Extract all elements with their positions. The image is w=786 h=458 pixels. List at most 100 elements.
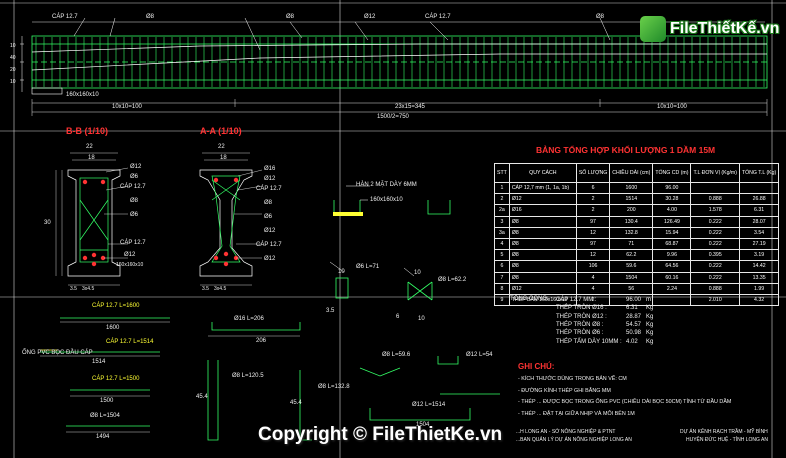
- bom-cell: CÁP 12,7 mm (1, 1a, 1b): [508, 181, 577, 195]
- note-item: - THÉP ... ĐƯỢC BỌC TRONG ỐNG PVC (CHIỀU…: [518, 399, 732, 405]
- plate-dim: 3.5: [326, 308, 335, 314]
- bom-header-cell: QUY CÁCH: [508, 163, 577, 183]
- bom-header-cell: TỔNG CD (m): [652, 163, 692, 183]
- bom-header-cell: T.L ĐƠN VỊ (Kg/m): [690, 163, 740, 183]
- bar-shape-length: 1504: [416, 422, 430, 428]
- bom-cell: 1.578: [690, 204, 740, 217]
- note-item: - THÉP ... ĐẶT TẠI GIỮA NHỊP VÀ MỖI BÊN …: [518, 410, 635, 417]
- hook-bar-label: Ø6 L=71: [356, 264, 380, 270]
- bar-shape-label: Ø8 L=120.5: [232, 373, 264, 379]
- bom-cell: 59.6: [609, 260, 654, 273]
- section-dim: 3x4.5: [82, 286, 95, 292]
- bom-cell: 0.222: [690, 215, 740, 228]
- bar-shape-length: 45.4: [290, 400, 302, 406]
- section-dim: 18: [220, 155, 227, 161]
- bom-cell: 9: [494, 293, 510, 307]
- section-dim: 22: [86, 144, 93, 150]
- bom-cell: 1514: [609, 193, 654, 206]
- section-dim: 22: [218, 144, 225, 150]
- elevation-stirrup-label: Ø8: [286, 14, 295, 20]
- total-unit: m: [646, 297, 651, 303]
- bom-cell: 62.2: [609, 249, 654, 262]
- total-value: 54.57: [626, 321, 642, 328]
- notes-heading: GHI CHÚ:: [518, 362, 555, 371]
- bom-cell: Ø12: [508, 282, 577, 295]
- bom-header-cell: STT: [494, 163, 510, 183]
- bar-shape-label: CÁP 12.7 L=1500: [92, 376, 140, 382]
- bom-cell: 1504: [609, 271, 654, 284]
- section-aa-label: CÁP 12.7: [256, 242, 282, 248]
- bom-cell: [738, 181, 780, 195]
- bom-cell: 3.19: [738, 249, 780, 262]
- total-name: THÉP TRÒN Ø6 :: [556, 330, 604, 337]
- plate-dim: 10: [338, 269, 345, 275]
- bom-cell: Ø16: [508, 204, 577, 217]
- title-block-owner: ...H LONG AN - SỞ NÔNG NGHIỆP & PTNT: [516, 429, 616, 435]
- section-dim: 3x4.5: [214, 286, 227, 292]
- section-bb-label: Ø8: [130, 198, 139, 204]
- total-value: 50.98: [626, 330, 642, 337]
- bar-shape-label: Ø8 L=132.8: [318, 384, 350, 390]
- bom-cell: Ø8: [508, 237, 577, 251]
- section-bb-label: Ø12: [130, 164, 142, 170]
- bom-cell: 4.32: [738, 293, 780, 307]
- total-value: 28.87: [626, 313, 642, 320]
- note-item: - KÍCH THƯỚC DÙNG TRONG BẢN VẼ: CM: [518, 376, 627, 382]
- plate-size-label: 160x160x10: [370, 197, 403, 203]
- section-bb-label: CÁP 12.7: [120, 240, 146, 246]
- bom-cell: Ø8: [508, 249, 577, 262]
- bom-cell: 2: [575, 204, 611, 217]
- bom-cell: 6: [575, 181, 611, 195]
- bom-cell: 71: [609, 237, 654, 251]
- bom-cell: 12: [575, 226, 611, 239]
- elevation-stirrup-label: Ø8: [146, 14, 155, 20]
- site-logo: FileThiếtKế.vn: [640, 16, 780, 44]
- plate-dim: 10: [418, 316, 425, 322]
- section-aa-title: A-A (1/10): [200, 126, 242, 136]
- section-dim: 30: [44, 220, 51, 226]
- elevation-stirrup-label: Ø8: [596, 14, 605, 20]
- bom-cell: 4: [494, 237, 510, 251]
- bom-cell: 64.56: [652, 260, 692, 273]
- dim-total: 1500/2=750: [377, 114, 409, 120]
- total-unit: Kg: [646, 321, 654, 328]
- total-value: 96.00: [626, 297, 642, 303]
- bar-shape-length: 1600: [106, 325, 120, 331]
- total-name: CÁP 12.7 MM :: [556, 297, 597, 303]
- total-unit: Kg: [646, 305, 654, 312]
- section-bb-title: B-B (1/10): [66, 126, 109, 136]
- total-unit: Kg: [646, 313, 654, 320]
- section-bb-label: CÁP 12.7: [120, 184, 146, 190]
- elevation-height-dim: 40: [10, 55, 16, 61]
- section-aa-label: Ø8: [264, 200, 273, 206]
- total-unit: Kg: [646, 338, 654, 345]
- section-aa-label: Ø12: [264, 176, 276, 182]
- total-name: THÉP TRÒN Ø12 :: [556, 313, 607, 320]
- section-aa-label: Ø12: [264, 256, 276, 262]
- bar-shape-length: 45.4: [196, 394, 208, 400]
- bom-cell: 0.888: [690, 193, 740, 206]
- bom-cell: 4.00: [652, 204, 692, 217]
- bom-cell: 60.16: [652, 271, 692, 284]
- bom-cell: 27.19: [738, 237, 780, 251]
- bom-cell: 68.87: [652, 237, 692, 251]
- dim-right: 10x10=100: [657, 104, 687, 110]
- bom-cell: 26.88: [738, 193, 780, 206]
- bom-cell: 56: [609, 282, 654, 295]
- bom-cell: Ø8: [508, 215, 577, 228]
- bom-cell: 4: [575, 282, 611, 295]
- bom-header-cell: CHIỀU DÀI (cm): [609, 163, 654, 183]
- bar-shape-label: CÁP 12.7 L=1514: [106, 339, 154, 345]
- bom-header-cell: TỔNG T.L (Kg): [738, 163, 780, 183]
- bom-cell: 97: [575, 215, 611, 228]
- plate-dim: 6: [396, 314, 400, 320]
- bom-cell: 2: [575, 293, 611, 307]
- section-bb-label: 160x160x10: [116, 262, 144, 268]
- weld-note: HÀN 2 MẶT DÀY 6MM: [356, 182, 417, 188]
